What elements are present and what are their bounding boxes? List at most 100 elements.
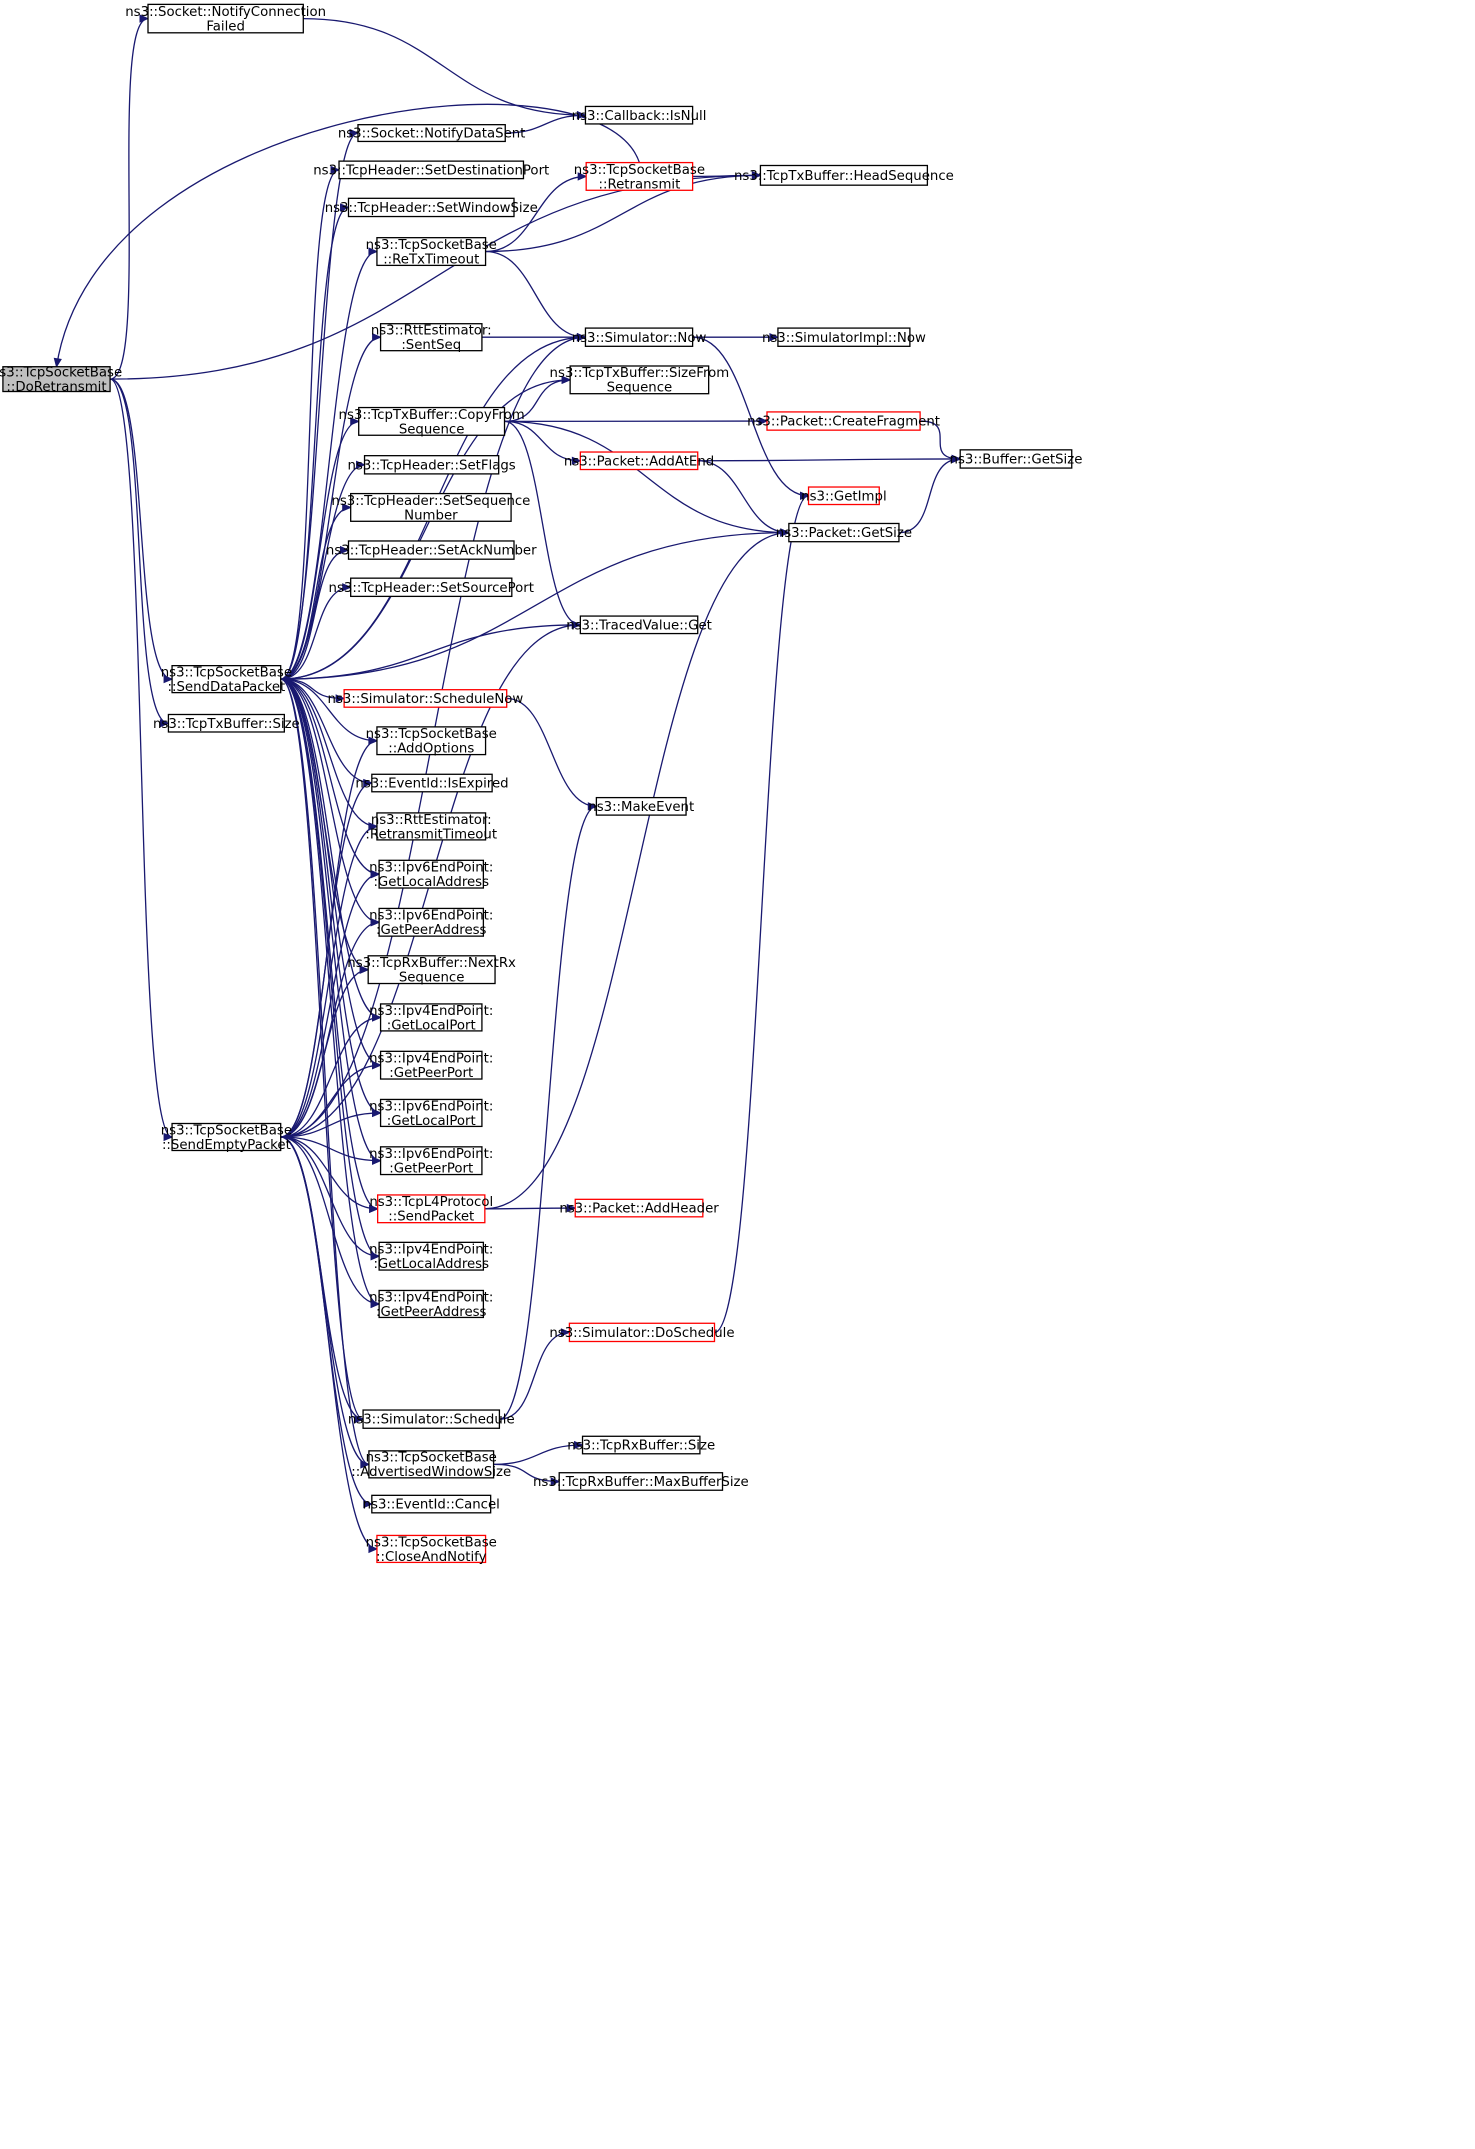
edge-l4SendPacket-to-addHeader <box>484 1203 577 1213</box>
node-label: ns3::Ipv6EndPoint: <box>369 1099 493 1114</box>
edge-doRetransmit-to-sendDataPacket <box>109 378 174 684</box>
node-implNow[interactable]: ns3::SimulatorImpl::Now <box>762 327 926 347</box>
node-label: ns3::Ipv4EndPoint: <box>369 1052 493 1067</box>
edge-sendEmptyPacket-to-closeAndNotify <box>280 1136 379 1554</box>
node-label: ns3::TcpRxBuffer::NextRx <box>347 956 516 971</box>
node-label: ns3::RttEstimator: <box>371 324 492 339</box>
node-sendEmptyPacket[interactable]: ns3::TcpSocketBase::SendEmptyPacket <box>161 1122 292 1153</box>
edge-scheduleNow-to-makeEvent <box>506 697 598 811</box>
edge-sendEmptyPacket-to-ipv4GetLocalAddr <box>280 1136 381 1261</box>
node-label: ns3::TracedValue::Get <box>566 618 712 633</box>
node-scheduleNow[interactable]: ns3::Simulator::ScheduleNow <box>328 689 524 708</box>
node-schedule[interactable]: ns3::Simulator::Schedule <box>348 1409 515 1429</box>
node-label: :GetPeerAddress <box>376 1305 487 1320</box>
node-ipv6GetPeerPort[interactable]: ns3::Ipv6EndPoint::GetPeerPort <box>369 1146 493 1177</box>
node-getImpl[interactable]: ns3::GetImpl <box>801 486 887 506</box>
node-packetGetSize[interactable]: ns3::Packet::GetSize <box>776 522 912 543</box>
node-label: Failed <box>206 19 245 34</box>
node-setAckNumber[interactable]: ns3::TcpHeader::SetAckNumber <box>326 540 537 560</box>
node-ipv6GetPeerAddr[interactable]: ns3::Ipv6EndPoint::GetPeerAddress <box>369 907 493 938</box>
node-sentSeq[interactable]: ns3::RttEstimator::SentSeq <box>371 323 492 354</box>
node-makeEvent[interactable]: ns3::MakeEvent <box>588 796 694 816</box>
edge-sendDataPacket-to-tracedGet <box>280 620 582 680</box>
node-now[interactable]: ns3::Simulator::Now <box>572 327 707 347</box>
node-isNull[interactable]: ns3::Callback::IsNull <box>572 105 707 125</box>
node-label: ::SendEmptyPacket <box>162 1138 291 1153</box>
node-label: Sequence <box>399 971 465 986</box>
node-ipv6GetLocalAddr[interactable]: ns3::Ipv6EndPoint::GetLocalAddress <box>369 859 493 890</box>
edge-sendDataPacket-to-l4SendPacket <box>280 678 379 1213</box>
node-label: ns3::Ipv6EndPoint: <box>369 909 493 924</box>
node-doSchedule[interactable]: ns3::Simulator::DoSchedule <box>549 1322 735 1343</box>
node-addOptions[interactable]: ns3::TcpSocketBase::AddOptions <box>366 726 497 757</box>
node-label: ns3::RttEstimator: <box>371 813 492 828</box>
node-ipv4GetLocalAddr[interactable]: ns3::Ipv4EndPoint::GetLocalAddress <box>369 1241 493 1272</box>
node-sendDataPacket[interactable]: ns3::TcpSocketBase::SendDataPacket <box>161 664 292 695</box>
node-label: :GetLocalAddress <box>373 1257 489 1272</box>
node-label: ::SendPacket <box>388 1210 474 1225</box>
node-setSourcePort[interactable]: ns3::TcpHeader::SetSourcePort <box>329 577 534 598</box>
node-createFragment[interactable]: ns3::Packet::CreateFragment <box>747 411 940 431</box>
node-cancel[interactable]: ns3::EventId::Cancel <box>363 1494 500 1514</box>
node-ipv4GetPeerPort[interactable]: ns3::Ipv4EndPoint::GetPeerPort <box>369 1050 493 1081</box>
node-label: ns3::Simulator::ScheduleNow <box>328 692 524 707</box>
node-advWindowSize[interactable]: ns3::TcpSocketBase::AdvertisedWindowSize <box>351 1450 511 1481</box>
edge-reTxTimeout-to-retransmit <box>485 172 588 253</box>
node-tracedGet[interactable]: ns3::TracedValue::Get <box>566 615 712 635</box>
node-label: ::DoRetransmit <box>6 380 106 395</box>
edge-sendDataPacket-to-ipv4GetPeerAddr <box>280 678 381 1309</box>
node-ipv6GetLocalPort[interactable]: ns3::Ipv6EndPoint::GetLocalPort <box>369 1098 493 1129</box>
node-label: ns3::TcpRxBuffer::MaxBufferSize <box>533 1475 749 1490</box>
node-maxBufferSize[interactable]: ns3::TcpRxBuffer::MaxBufferSize <box>533 1472 749 1491</box>
node-label: ns3::Buffer::GetSize <box>950 453 1083 468</box>
node-label: Sequence <box>607 381 673 396</box>
edge-advWindowSize-to-rxBufSize <box>493 1440 584 1465</box>
node-setWindowSize[interactable]: ns3::TcpHeader::SetWindowSize <box>325 197 538 218</box>
node-ipv4GetPeerAddr[interactable]: ns3::Ipv4EndPoint::GetPeerAddress <box>369 1289 493 1320</box>
node-notifyDataSent[interactable]: ns3::Socket::NotifyDataSent <box>338 124 526 143</box>
edge-advWindowSize-to-maxBufferSize <box>493 1463 561 1486</box>
node-ipv4GetLocalPort[interactable]: ns3::Ipv4EndPoint::GetLocalPort <box>369 1003 493 1034</box>
node-setFlags[interactable]: ns3::TcpHeader::SetFlags <box>347 455 516 475</box>
node-label: ns3::TcpSocketBase <box>366 1451 497 1466</box>
node-label: ns3::Socket::NotifyConnection <box>125 5 326 20</box>
call-graph-edges <box>53 14 962 1554</box>
node-addAtEnd[interactable]: ns3::Packet::AddAtEnd <box>564 451 714 471</box>
edge-copyFromSeq-to-packetGetSize <box>504 420 791 537</box>
node-retransmitTimeout[interactable]: ns3::RttEstimator::RetransmitTimeout <box>365 812 497 843</box>
node-reTxTimeout[interactable]: ns3::TcpSocketBase::ReTxTimeout <box>366 237 497 268</box>
node-label: ns3::TcpSocketBase <box>161 665 292 680</box>
node-label: ::CloseAndNotify <box>376 1550 487 1565</box>
edge-doRetransmit-to-notifyConnFailed <box>109 14 150 380</box>
node-txBufSize[interactable]: ns3::TcpTxBuffer::Size <box>153 713 300 733</box>
node-label: ns3::Packet::GetSize <box>776 526 912 541</box>
call-graph-nodes: ns3::TcpSocketBase::DoRetransmit ns3::Soc… <box>0 3 1083 1565</box>
edge-sendDataPacket-to-setSourcePort <box>280 583 352 680</box>
edge-sendDataPacket-to-setSeqNumber <box>280 503 352 680</box>
node-rxBufSize[interactable]: ns3::TcpRxBuffer::Size <box>567 1435 715 1455</box>
edge-reTxTimeout-to-now <box>485 250 587 342</box>
node-bufferGetSize[interactable]: ns3::Buffer::GetSize <box>950 449 1083 469</box>
node-addHeader[interactable]: ns3::Packet::AddHeader <box>559 1198 719 1218</box>
node-headSequence[interactable]: ns3::TcpTxBuffer::HeadSequence <box>734 164 954 186</box>
node-setDestPort[interactable]: ns3::TcpHeader::SetDestinationPort <box>313 160 549 180</box>
node-closeAndNotify[interactable]: ns3::TcpSocketBase::CloseAndNotify <box>366 1534 497 1565</box>
node-label: ns3::TcpSocketBase <box>0 365 122 380</box>
node-label: ns3::Ipv4EndPoint: <box>369 1004 493 1019</box>
edge-l4SendPacket-to-packetGetSize <box>484 528 791 1210</box>
node-doRetransmit[interactable]: ns3::TcpSocketBase::DoRetransmit <box>0 365 122 395</box>
node-isExpired[interactable]: ns3::EventId::IsExpired <box>355 773 509 793</box>
edge-addAtEnd-to-bufferGetSize <box>697 454 962 464</box>
node-label: :GetLocalAddress <box>373 875 489 890</box>
node-l4SendPacket[interactable]: ns3::TcpL4Protocol::SendPacket <box>369 1194 493 1225</box>
node-label: ::SendDataPacket <box>168 680 286 695</box>
node-label: ns3::Ipv4EndPoint: <box>369 1290 493 1305</box>
node-retransmit[interactable]: ns3::TcpSocketBase::Retransmit <box>574 161 705 193</box>
edge-sendEmptyPacket-to-ipv4GetPeerAddr <box>280 1136 381 1309</box>
node-label: ns3::TcpHeader::SetWindowSize <box>325 201 538 216</box>
